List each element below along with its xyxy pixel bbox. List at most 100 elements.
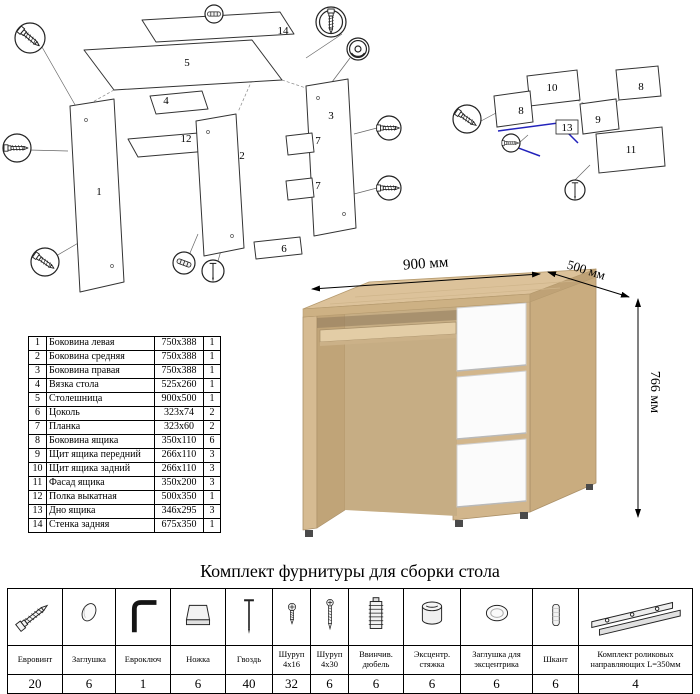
hardware-qty: 6 <box>460 674 533 694</box>
cam-lock-icon <box>348 39 368 59</box>
part-desktop <box>83 39 283 91</box>
part-name: Дно ящика <box>46 504 155 519</box>
part-number: 8 <box>28 434 47 449</box>
part-tie <box>149 90 209 115</box>
part-qty: 1 <box>203 518 221 533</box>
desk-left-panel <box>302 315 318 531</box>
part-qty: 1 <box>203 364 221 379</box>
part-number: 7 <box>28 420 47 435</box>
hardware-name: Ножка <box>170 645 226 675</box>
part-number: 11 <box>28 476 47 491</box>
part-qty: 3 <box>203 504 221 519</box>
screw-4x30-icon <box>325 598 334 630</box>
desk-render: 900 мм 500 мм 766 мм <box>302 254 662 537</box>
part-label: 9 <box>595 114 601 126</box>
desk-right-side <box>529 268 597 513</box>
part-back-panel <box>141 11 295 43</box>
part-number: 13 <box>28 504 47 519</box>
hardware-qty: 6 <box>62 674 116 694</box>
drawer-front-2 <box>456 370 527 440</box>
part-number: 2 <box>28 350 47 365</box>
part-name: Стенка задняя <box>46 518 155 533</box>
hardware-qty: 32 <box>272 674 311 694</box>
foot-icon <box>185 604 211 625</box>
hardware-name: Евровинт <box>7 645 63 675</box>
desk-bay <box>345 300 457 516</box>
part-qty: 1 <box>203 336 221 351</box>
hardware-qty: 6 <box>310 674 349 694</box>
part-label: 2 <box>239 150 245 162</box>
plug-icon <box>81 602 97 621</box>
part-size: 266x110 <box>154 462 204 477</box>
hardware-name: Эксцентр. стяжка <box>403 645 461 675</box>
part-strip-bottom <box>285 177 315 201</box>
part-number: 3 <box>28 364 47 379</box>
hardware-name: Евроключ <box>115 645 171 675</box>
hardware-qty: 40 <box>225 674 273 694</box>
hardware-qty: 4 <box>578 674 693 694</box>
main-exploded-diagram: 14 5 4 12 1 2 3 7 7 6 <box>2 4 402 293</box>
part-name: Цоколь <box>46 406 155 421</box>
hardware-qty: 1 <box>115 674 171 694</box>
part-size: 350x200 <box>154 476 204 491</box>
part-qty: 2 <box>203 420 221 435</box>
part-label: 10 <box>547 82 559 94</box>
part-number: 14 <box>28 518 47 533</box>
drawer-front <box>579 98 620 135</box>
hardware-qty: 20 <box>7 674 63 694</box>
hardware-names-row: Евровинт Заглушка Евроключ Ножка Гвоздь … <box>7 645 693 675</box>
part-label: 4 <box>163 95 169 107</box>
desk-drawers <box>456 302 527 508</box>
part-label: 7 <box>315 180 321 192</box>
width-dimension-label: 900 мм <box>403 254 450 273</box>
part-label: 3 <box>328 110 334 122</box>
part-size: 675x350 <box>154 518 204 533</box>
part-qty: 6 <box>203 434 221 449</box>
drawer-side-right <box>615 65 662 101</box>
part-size: 750x388 <box>154 336 204 351</box>
height-dimension-label: 766 мм <box>647 371 662 413</box>
part-label: 7 <box>315 135 321 147</box>
part-name: Боковина ящика <box>46 434 155 449</box>
hardware-name: Заглушка для эксцентрика <box>460 645 533 675</box>
part-size: 346x295 <box>154 504 204 519</box>
cam-cap-icon <box>485 604 508 621</box>
hardware-qty: 6 <box>348 674 404 694</box>
part-plinth <box>253 236 303 260</box>
hardware-qty: 6 <box>170 674 226 694</box>
roller-slides-icon <box>590 601 681 636</box>
desk-feet <box>305 484 593 537</box>
part-label: 13 <box>562 122 574 134</box>
part-qty: 1 <box>203 490 221 505</box>
part-number: 12 <box>28 490 47 505</box>
part-name: Боковина средняя <box>46 350 155 365</box>
part-size: 350x110 <box>154 434 204 449</box>
hardware-name: Гвоздь <box>225 645 273 675</box>
drawer-front-3 <box>456 438 527 508</box>
part-name: Полка выкатная <box>46 490 155 505</box>
part-qty: 1 <box>203 378 221 393</box>
part-label: 8 <box>518 105 524 117</box>
part-label: 12 <box>181 133 192 145</box>
part-name: Щит ящика задний <box>46 462 155 477</box>
part-middle-side <box>195 113 245 257</box>
hardware-name: Заглушка <box>62 645 116 675</box>
euroscrew-icon <box>15 604 49 632</box>
hex-key-icon <box>131 599 157 632</box>
hardware-name: Шкант <box>532 645 579 675</box>
part-label: 5 <box>184 57 190 69</box>
part-qty: 1 <box>203 392 221 407</box>
part-number: 5 <box>28 392 47 407</box>
